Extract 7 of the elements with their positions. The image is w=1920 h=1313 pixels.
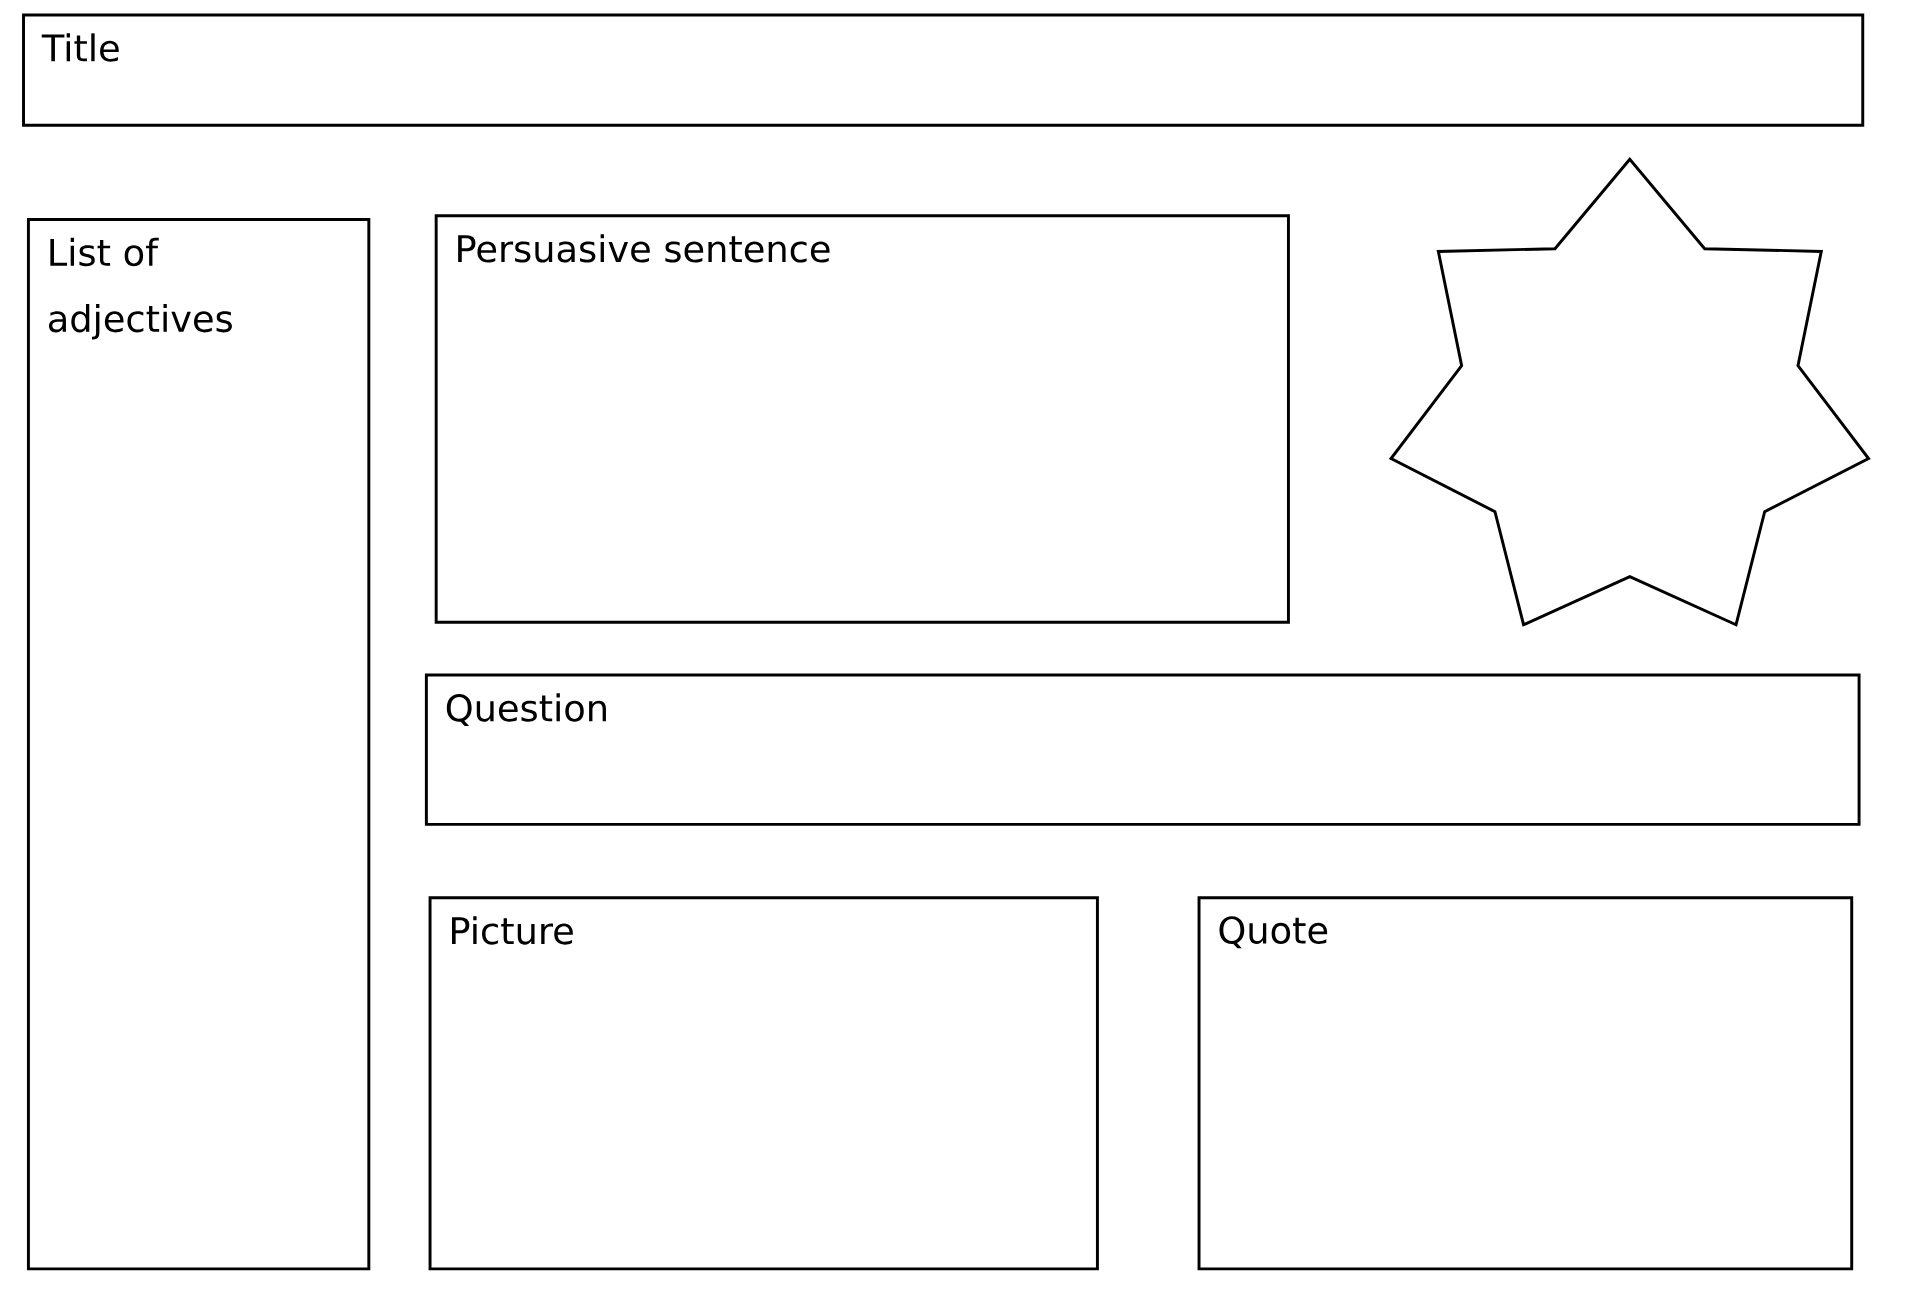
text-box: Persuasive sentence	[434, 214, 1290, 624]
text-box: Title	[22, 13, 1865, 127]
text-box: Question	[424, 673, 1861, 826]
text-box: Quote	[1197, 896, 1854, 1271]
text-box: Picture	[428, 896, 1099, 1271]
star-shape	[1388, 157, 1871, 627]
text-box: List of adjectives	[26, 218, 371, 1271]
